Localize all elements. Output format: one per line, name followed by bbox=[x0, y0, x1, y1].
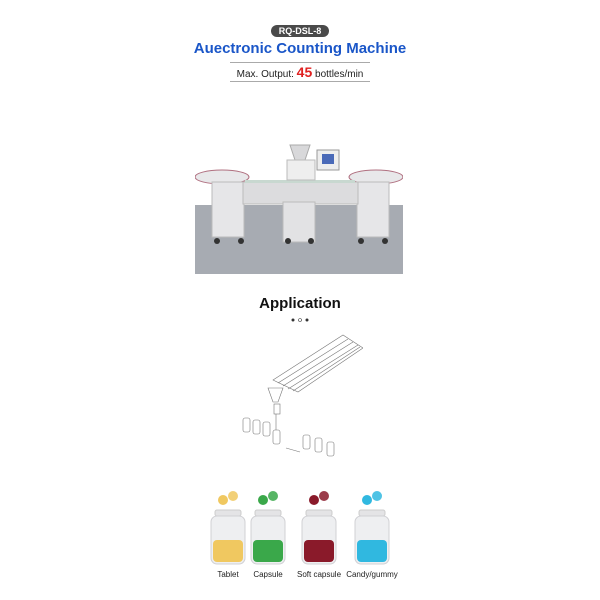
process-diagram bbox=[242, 334, 363, 457]
max-output: Max. Output: 45 bottles/min bbox=[0, 64, 600, 80]
divider bbox=[230, 81, 370, 82]
product-label: Capsule bbox=[253, 570, 283, 579]
dot[interactable] bbox=[291, 318, 295, 322]
output-label: Max. Output: bbox=[236, 69, 294, 80]
model-badge: RQ-DSL-8 bbox=[271, 25, 329, 37]
product-label: Candy/gummy bbox=[346, 570, 398, 579]
product-label: Soft capsule bbox=[296, 570, 342, 579]
machine-photo bbox=[195, 140, 403, 274]
application-heading: Application bbox=[259, 295, 341, 312]
output-value: 45 bbox=[296, 64, 313, 80]
jar-soft-capsule bbox=[301, 491, 337, 565]
page-title: Auectronic Counting Machine bbox=[193, 40, 407, 57]
jar-tablet bbox=[210, 491, 246, 565]
carousel-dots[interactable] bbox=[290, 317, 310, 323]
output-unit: bottles/min bbox=[315, 69, 364, 80]
dot[interactable] bbox=[298, 318, 302, 322]
product-label: Tablet bbox=[217, 570, 239, 579]
divider bbox=[230, 62, 370, 63]
jar-candy-gummy bbox=[354, 491, 390, 565]
jar-capsule bbox=[250, 491, 286, 565]
dot[interactable] bbox=[305, 318, 309, 322]
